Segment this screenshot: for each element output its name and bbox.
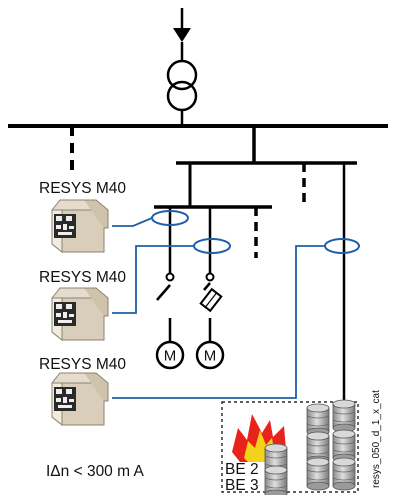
current-sensor-2 [193, 238, 231, 254]
fire-risk-area [221, 401, 359, 493]
motor-1-label: M [164, 348, 177, 365]
device-3-label: RESYS M40 [39, 356, 126, 373]
resys-m40-device-2 [51, 287, 109, 341]
zone-label-be2: BE 2 [225, 461, 259, 478]
device-2-label: RESYS M40 [39, 269, 126, 286]
resys-m40-device-3 [51, 372, 109, 426]
transformer-secondary-winding [166, 80, 198, 112]
device-1-label: RESYS M40 [39, 180, 126, 197]
motor-1-icon [155, 340, 185, 370]
motor-2-label: M [204, 348, 217, 365]
incoming-arrow-icon [173, 28, 191, 42]
motor-2-icon [195, 340, 225, 370]
figure-id-label: resys_050_d_1_x_cat [371, 390, 382, 488]
barrel-stack [264, 399, 356, 495]
switch-contact-1 [156, 284, 171, 301]
fuse-icon [199, 287, 223, 313]
sensor-wire-3 [112, 245, 325, 399]
residual-current-label: IΔn < 300 m A [46, 463, 144, 480]
sensor-wire-1 [112, 217, 153, 227]
zone-label-be3: BE 3 [225, 477, 259, 494]
sensor-wire-2 [112, 245, 194, 314]
resys-m40-device-1 [51, 199, 109, 253]
current-sensor-3 [324, 238, 360, 254]
